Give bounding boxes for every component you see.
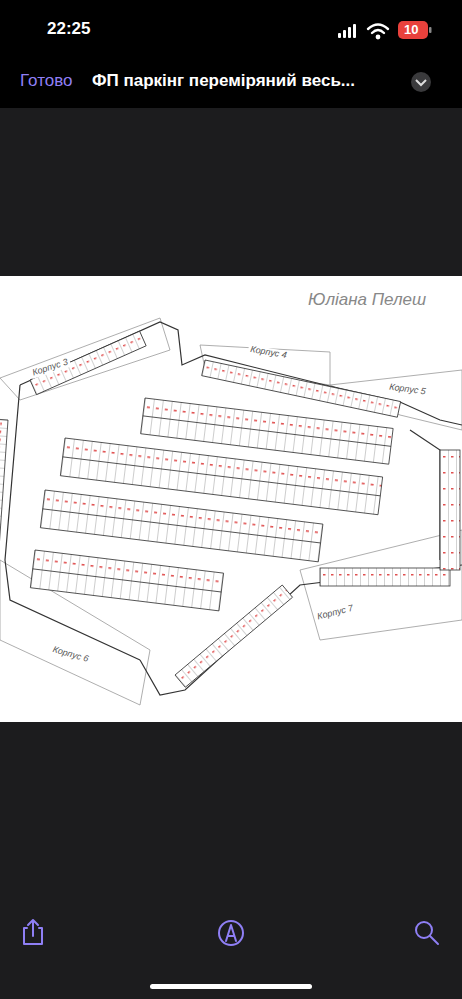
- toolbar-icons: [24, 920, 438, 945]
- battery-icon: [398, 21, 428, 39]
- building-outlines: [0, 318, 462, 705]
- perimeter-stalls: [0, 331, 460, 687]
- parking-outline: [5, 322, 462, 695]
- done-button: Готово: [20, 72, 73, 91]
- battery-level: 10: [404, 23, 418, 37]
- status-time: 22:25: [47, 20, 90, 39]
- plan-sheet: [0, 276, 462, 722]
- signal-icon: [338, 24, 356, 38]
- menu-chevron: [411, 72, 431, 92]
- wifi-icon: [368, 25, 388, 39]
- document-title: ФП паркінг переміряний весь...: [92, 72, 355, 91]
- home-indicator: [150, 984, 312, 989]
- street-name: Юліана Пелеш: [308, 291, 426, 310]
- stall-rows: [30, 398, 393, 611]
